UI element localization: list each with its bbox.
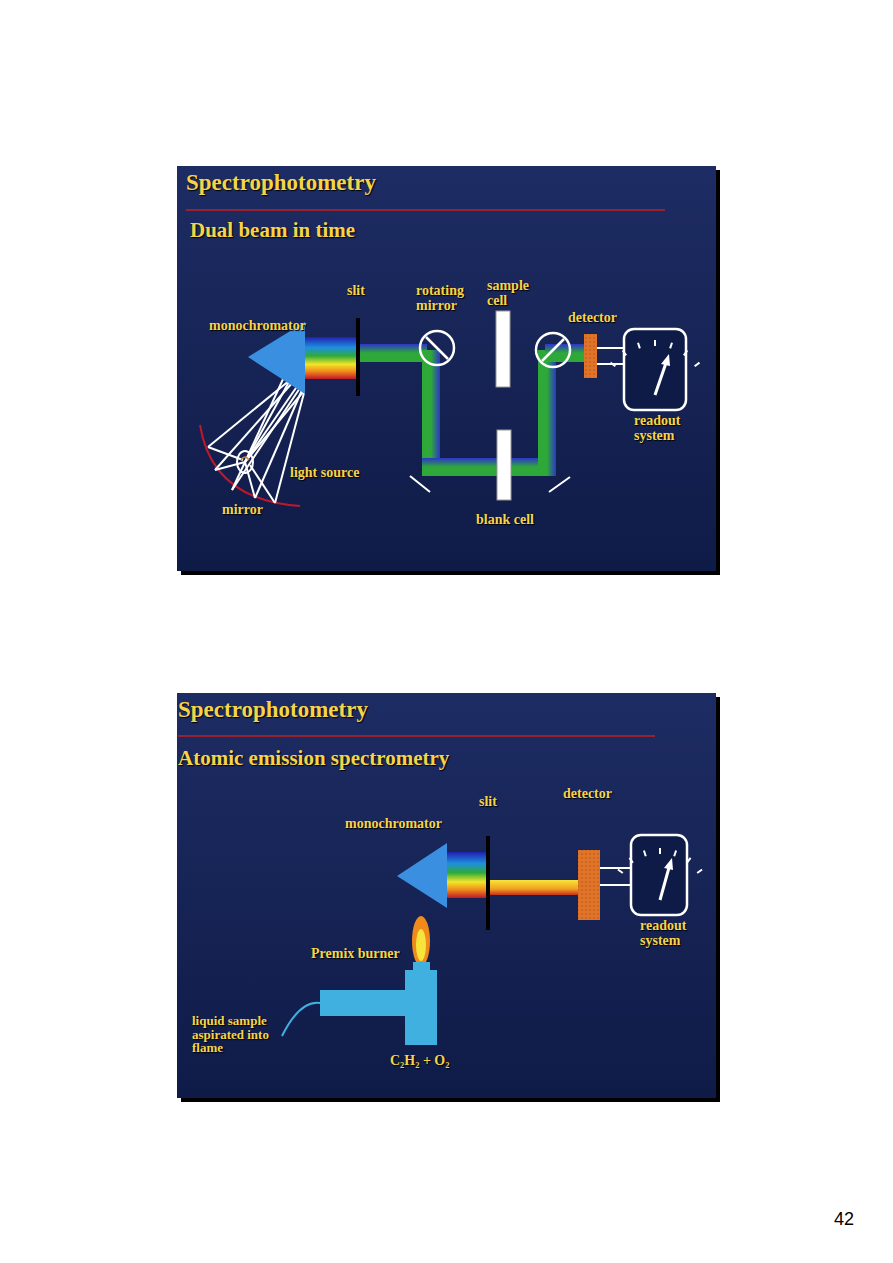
light-beam [422,350,440,475]
detector [578,850,600,920]
meter-needle [660,864,670,900]
meter-tick [611,363,616,367]
flame [412,916,430,966]
light-beam [357,344,427,362]
slit [356,318,360,396]
part-label: mirror [222,503,282,518]
rotating-mirror [536,333,570,367]
slide-subtitle: Atomic emission spectrometry [178,747,449,769]
meter-needle [664,858,673,870]
part-label: monochromator [345,817,455,832]
meter-needle [661,354,670,366]
part-label: blank cell [476,513,556,528]
gas-label: C₂H₂ + O₂ [390,1054,470,1069]
part-label: light source [290,466,390,481]
meter-tick [654,340,656,346]
readout-meter [624,329,686,410]
slide-title: Spectrophotometry [186,171,376,195]
meter-tick [697,869,702,873]
lamp-bulb [237,451,253,473]
light-rays [208,377,304,503]
part-label: monochromator [209,319,319,334]
slide-title: Spectrophotometry [178,698,368,722]
prism [397,843,447,908]
light-beam [422,458,555,476]
part-label: rotating mirror [416,284,476,313]
part-label: detector [568,311,638,326]
blank-cell [497,430,511,500]
slide-background [177,693,716,1098]
part-label: slit [347,284,387,299]
part-label: Premix burner [311,947,421,962]
detector [584,334,597,378]
nebulizer-tube [320,990,406,1016]
cable [597,347,625,349]
meter-tick [618,869,623,873]
rotating-mirror [426,337,448,359]
light-beam [538,350,556,476]
rotating-mirror [420,331,454,365]
flame [416,929,426,961]
page-number: 42 [834,1210,854,1229]
emission-line [487,880,579,895]
fixed-mirror [549,477,570,492]
part-label: detector [563,787,633,802]
meter-tick [670,343,672,349]
burner-tube [405,970,437,1045]
sample-capillary [282,1003,320,1036]
meter-needle [655,360,667,395]
cable [600,867,632,869]
meter-tick [687,858,691,863]
slide-subtitle: Dual beam in time [190,219,355,241]
rotating-mirror [542,339,564,361]
slide-background [177,166,716,571]
meter-tick [644,851,646,857]
part-label: liquid sample aspirated into flame [192,1014,282,1055]
meter-tick [638,343,640,349]
title-rule [178,735,655,737]
part-label: sample cell [487,279,537,308]
slit [486,836,490,930]
meter-tick [674,851,676,857]
meter-scale [618,848,702,873]
lamp-filament [241,457,249,460]
fixed-mirror [410,476,430,492]
meter-scale [611,340,700,366]
part-label: readout system [634,414,694,443]
meter-tick [629,858,633,863]
sample-cell [496,311,510,387]
dispersed-spectrum [300,337,357,379]
part-label: readout system [640,919,700,948]
readout-meter [631,835,687,915]
title-rule [186,209,665,211]
meter-tick [623,351,627,356]
meter-tick [659,848,661,854]
meter-tick [695,363,700,367]
meter-tick [684,351,688,356]
cable [600,884,632,886]
part-label: slit [479,795,519,810]
dispersed-spectrum [442,852,487,898]
